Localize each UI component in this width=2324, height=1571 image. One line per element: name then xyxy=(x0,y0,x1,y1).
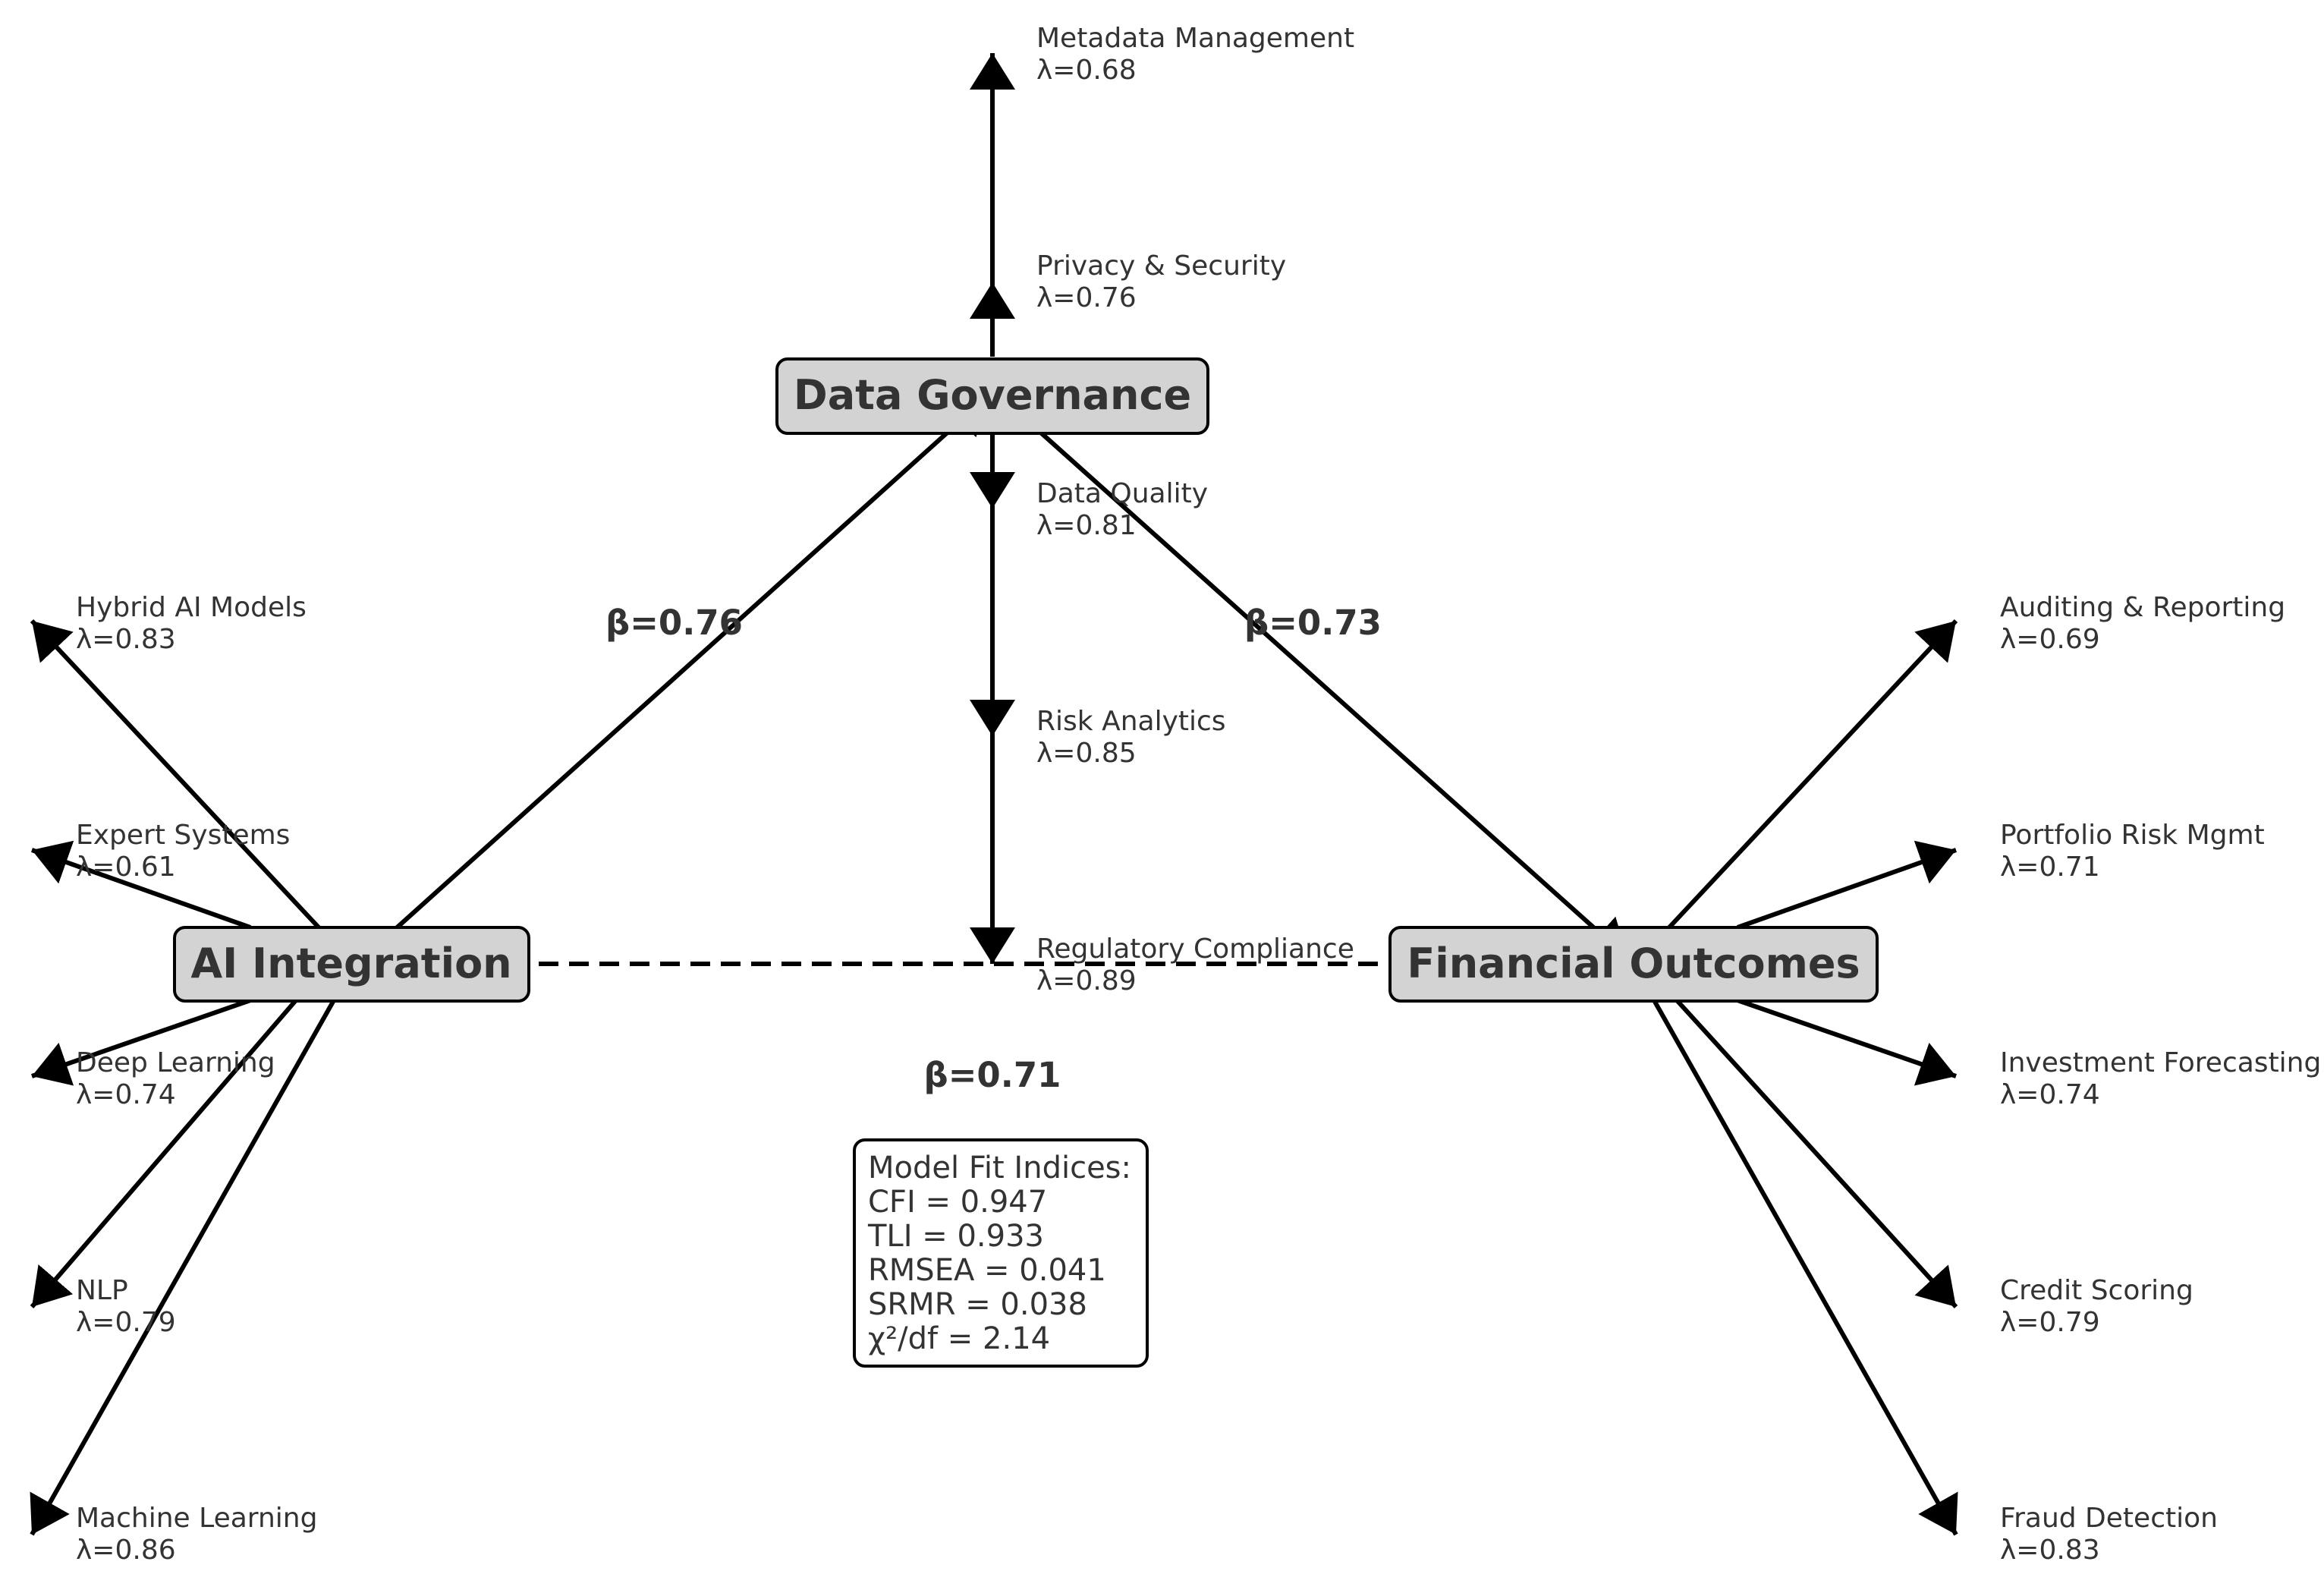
fit-tli: TLI = 0.933 xyxy=(867,1219,1044,1254)
node-financial-outcomes-label: Financial Outcomes xyxy=(1407,940,1860,987)
fit-chi: χ²/df = 2.14 xyxy=(868,1321,1050,1356)
indicator-name: Credit Scoring xyxy=(2000,1275,2193,1306)
ai-indicator-nlp: NLP λ=0.79 xyxy=(76,1275,176,1338)
fo-loading-arrow-credit xyxy=(1675,998,1958,1309)
indicator-loading: λ=0.86 xyxy=(76,1535,176,1566)
ai-indicator-deep: Deep Learning λ=0.74 xyxy=(76,1047,275,1110)
indicator-name: Machine Learning xyxy=(76,1503,317,1534)
indicator-name: Deep Learning xyxy=(76,1047,275,1078)
ai-loading-arrow-hybrid xyxy=(30,619,321,930)
indicator-name: Data Quality xyxy=(1036,478,1208,509)
fit-srmr: SRMR = 0.038 xyxy=(868,1287,1087,1322)
model-fit-box: Model Fit Indices: CFI = 0.947 TLI = 0.9… xyxy=(853,1138,1149,1368)
indicator-name: Risk Analytics xyxy=(1036,706,1226,737)
indicator-loading: λ=0.79 xyxy=(2000,1307,2100,1338)
ai-indicator-hybrid: Hybrid AI Models λ=0.83 xyxy=(76,592,307,655)
fo-loading-arrow-fraud xyxy=(1652,999,1958,1536)
indicator-name: Hybrid AI Models xyxy=(76,592,307,623)
ai-indicator-ml: Machine Learning λ=0.86 xyxy=(76,1503,317,1566)
fo-indicator-fraud: Fraud Detection λ=0.83 xyxy=(2000,1503,2218,1566)
indicator-name: Expert Systems xyxy=(76,820,290,851)
indicator-name: Fraud Detection xyxy=(2000,1503,2218,1534)
indicator-name: Metadata Management xyxy=(1036,23,1354,54)
fo-loading-arrow-investment xyxy=(1737,998,1957,1086)
indicator-loading: λ=0.61 xyxy=(76,852,176,883)
fo-indicator-credit: Credit Scoring λ=0.79 xyxy=(2000,1275,2193,1338)
path-ai-to-dg xyxy=(354,394,990,966)
indicator-loading: λ=0.83 xyxy=(2000,1535,2100,1566)
ai-loading-arrow-deep xyxy=(31,998,251,1086)
indicator-loading: λ=0.76 xyxy=(1036,282,1137,313)
node-data-governance-label: Data Governance xyxy=(794,371,1191,419)
indicator-loading: λ=0.79 xyxy=(76,1307,176,1338)
node-financial-outcomes: Financial Outcomes xyxy=(1388,926,1879,1003)
dg-indicator-quality: Data Quality λ=0.81 xyxy=(1036,478,1208,541)
ai-indicator-expert: Expert Systems λ=0.61 xyxy=(76,820,290,883)
indicator-loading: λ=0.71 xyxy=(2000,852,2100,883)
indicator-loading: λ=0.85 xyxy=(1036,738,1137,769)
dg-indicator-privacy: Privacy & Security λ=0.76 xyxy=(1036,250,1286,313)
fit-rmsea: RMSEA = 0.041 xyxy=(868,1253,1106,1288)
fit-title: Model Fit Indices: xyxy=(868,1151,1131,1185)
indicator-loading: λ=0.68 xyxy=(1036,55,1137,86)
fo-indicator-portfolio: Portfolio Risk Mgmt λ=0.71 xyxy=(2000,820,2265,883)
indicator-name: Regulatory Compliance xyxy=(1036,933,1354,965)
fit-cfi: CFI = 0.947 xyxy=(868,1185,1047,1220)
beta-dg-fo: β=0.73 xyxy=(1244,603,1382,643)
indicator-name: Auditing & Reporting xyxy=(2000,592,2285,623)
beta-ai-fo: β=0.71 xyxy=(924,1055,1061,1095)
indicator-loading: λ=0.74 xyxy=(76,1079,176,1110)
node-data-governance: Data Governance xyxy=(775,357,1209,435)
fo-loading-arrow-auditing xyxy=(1667,619,1958,930)
indicator-name: Portfolio Risk Mgmt xyxy=(2000,820,2265,851)
ai-loading-arrow-ml xyxy=(30,999,336,1536)
node-ai-integration: AI Integration xyxy=(173,926,530,1003)
indicator-loading: λ=0.74 xyxy=(2000,1079,2100,1110)
fo-indicator-auditing: Auditing & Reporting λ=0.69 xyxy=(2000,592,2285,655)
fo-loading-arrow-portfolio xyxy=(1736,840,1958,930)
indicator-loading: λ=0.83 xyxy=(76,624,176,655)
beta-ai-dg: β=0.76 xyxy=(605,603,743,643)
indicator-loading: λ=0.69 xyxy=(2000,624,2100,655)
path-dg-to-fo xyxy=(998,394,1630,960)
node-ai-integration-label: AI Integration xyxy=(190,940,511,987)
ai-loading-arrow-expert xyxy=(30,840,252,930)
ai-loading-arrow-nlp xyxy=(30,999,298,1308)
indicator-name: NLP xyxy=(76,1275,128,1306)
indicator-name: Investment Forecasting xyxy=(2000,1047,2321,1078)
indicator-name: Privacy & Security xyxy=(1036,250,1286,282)
dg-indicator-risk: Risk Analytics λ=0.85 xyxy=(1036,706,1226,769)
indicator-loading: λ=0.81 xyxy=(1036,510,1137,541)
indicator-loading: λ=0.89 xyxy=(1036,965,1137,996)
dg-indicator-metadata: Metadata Management λ=0.68 xyxy=(1036,23,1354,86)
dg-indicator-compliance: Regulatory Compliance λ=0.89 xyxy=(1036,933,1354,996)
fo-indicator-investment: Investment Forecasting λ=0.74 xyxy=(2000,1047,2321,1110)
